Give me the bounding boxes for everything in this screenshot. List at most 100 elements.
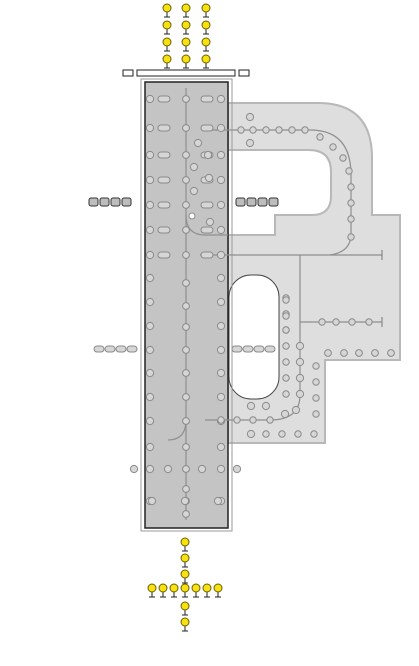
edge-light xyxy=(182,251,190,259)
edge-light xyxy=(213,496,223,506)
edge-light xyxy=(266,416,274,424)
edge-light xyxy=(232,464,242,474)
approach-light xyxy=(181,37,191,47)
edge-light xyxy=(282,390,290,398)
approach-light xyxy=(162,54,172,64)
approach-light xyxy=(162,20,172,30)
lights-layer xyxy=(88,3,395,632)
edge-light xyxy=(216,273,226,283)
edge-light xyxy=(182,95,190,103)
edge-light xyxy=(216,150,226,160)
approach-light xyxy=(213,583,223,593)
runway-marking xyxy=(157,151,171,159)
edge-light xyxy=(205,217,215,227)
edge-light xyxy=(318,318,326,326)
edge-light xyxy=(145,416,155,426)
edge-light xyxy=(217,416,225,424)
edge-light xyxy=(246,401,256,411)
sign-box xyxy=(235,197,246,207)
edge-light xyxy=(245,138,255,148)
edge-light xyxy=(387,349,395,357)
edge-light xyxy=(347,233,355,241)
edge-light xyxy=(145,321,155,331)
edge-light xyxy=(216,321,226,331)
runway-marking xyxy=(115,345,127,353)
edge-light xyxy=(249,126,257,134)
approach-light xyxy=(201,20,211,30)
edge-light xyxy=(182,323,190,331)
runway-marking xyxy=(200,201,214,209)
runway-marking xyxy=(157,226,171,234)
edge-light xyxy=(188,212,196,220)
edge-light xyxy=(288,126,296,134)
runway-marking xyxy=(157,201,171,209)
edge-light xyxy=(145,464,155,474)
edge-light xyxy=(347,183,355,191)
edge-light xyxy=(147,496,157,506)
runway-marking xyxy=(126,345,138,353)
edge-light xyxy=(182,151,190,159)
threshold-bar-right xyxy=(238,69,250,77)
edge-light xyxy=(180,496,190,506)
edge-light xyxy=(282,374,290,382)
runway-marking xyxy=(93,345,105,353)
edge-light xyxy=(355,349,363,357)
edge-light xyxy=(295,341,305,351)
runway-marking xyxy=(104,345,116,353)
edge-light xyxy=(189,162,199,172)
edge-light xyxy=(216,175,226,185)
edge-light xyxy=(145,442,155,452)
approach-light xyxy=(202,583,212,593)
threshold-bar-left xyxy=(122,69,134,77)
edge-light xyxy=(282,312,290,320)
edge-light xyxy=(216,345,226,355)
runway-marking xyxy=(253,345,265,353)
edge-light xyxy=(371,349,379,357)
edge-light xyxy=(182,346,190,354)
edge-light xyxy=(262,126,270,134)
sign-box xyxy=(121,197,132,207)
edge-light xyxy=(182,485,190,493)
edge-light xyxy=(182,176,190,184)
edge-light xyxy=(347,215,355,223)
edge-light xyxy=(182,443,190,451)
edge-light xyxy=(312,362,320,370)
edge-light xyxy=(216,250,226,260)
taxi-loop-line xyxy=(205,129,352,256)
edge-light xyxy=(301,126,309,134)
edge-light xyxy=(203,150,213,160)
edge-light xyxy=(275,126,283,134)
approach-light xyxy=(180,569,190,579)
edge-light xyxy=(340,349,348,357)
runway-marking xyxy=(157,251,171,259)
apron-island xyxy=(228,274,280,400)
edge-light xyxy=(245,112,255,122)
edge-light xyxy=(145,123,155,133)
edge-light xyxy=(295,373,305,383)
edge-light xyxy=(324,349,332,357)
edge-light xyxy=(216,200,226,210)
edge-light xyxy=(294,430,302,438)
edge-light xyxy=(329,143,337,151)
edge-light xyxy=(193,138,203,148)
edge-light xyxy=(145,345,155,355)
edge-light xyxy=(216,442,226,452)
edge-light xyxy=(216,368,226,378)
sign-box xyxy=(99,197,110,207)
runway-marking xyxy=(242,345,254,353)
edge-light xyxy=(282,358,290,366)
edge-light xyxy=(182,201,190,209)
edge-light xyxy=(249,416,257,424)
edge-light xyxy=(182,510,190,518)
edge-light xyxy=(310,430,318,438)
edge-light xyxy=(295,389,305,399)
approach-light xyxy=(201,3,211,13)
edge-light xyxy=(182,465,190,473)
runway-marking xyxy=(157,124,171,132)
sign-box xyxy=(257,197,268,207)
approach-light xyxy=(181,54,191,64)
sign-box xyxy=(268,197,279,207)
runway-marking xyxy=(264,345,276,353)
edge-light xyxy=(280,409,290,419)
